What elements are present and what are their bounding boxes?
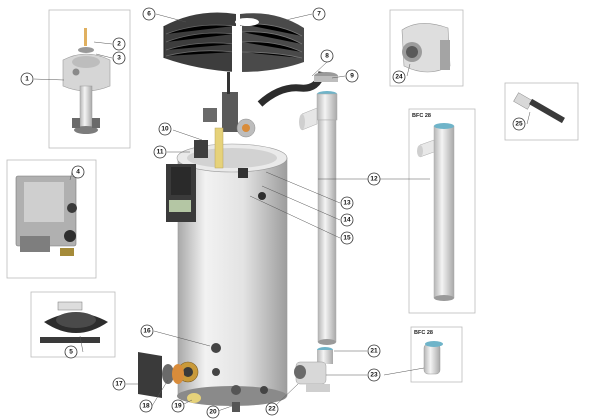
callout-7: 7: [312, 7, 326, 21]
leader-lines: [33, 13, 531, 413]
box-burner-assembly: [48, 9, 131, 149]
vent-cap: [314, 72, 338, 82]
callout-2: 2: [112, 37, 126, 51]
svg-text:15: 15: [343, 235, 351, 242]
svg-text:5: 5: [69, 349, 73, 356]
svg-text:18: 18: [142, 403, 150, 410]
svg-text:14: 14: [343, 217, 351, 224]
callout-3: 3: [112, 51, 126, 65]
callout-14: 14: [340, 213, 354, 227]
svg-text:11: 11: [157, 149, 164, 156]
callout-13: 13: [340, 196, 354, 210]
box-gas-valve: [6, 159, 97, 279]
svg-text:10: 10: [161, 126, 169, 133]
svg-text:1: 1: [25, 76, 29, 83]
access-door: [138, 352, 240, 412]
callout-8: 8: [320, 49, 334, 63]
svg-text:22: 22: [268, 406, 276, 413]
svg-text:20: 20: [209, 409, 217, 416]
callout-6: 6: [142, 7, 156, 21]
callout-16: 16: [140, 324, 154, 338]
callout-11: 11: [153, 145, 167, 159]
svg-text:25: 25: [515, 121, 523, 128]
callout-18: 18: [139, 399, 153, 413]
svg-text:12: 12: [370, 176, 378, 183]
svg-text:8: 8: [325, 53, 329, 60]
svg-text:23: 23: [370, 372, 378, 379]
svg-text:9: 9: [350, 73, 354, 80]
svg-text:17: 17: [115, 381, 123, 388]
water-heater-tank: [166, 72, 288, 406]
svg-text:16: 16: [143, 328, 151, 335]
callout-21: 21: [367, 344, 381, 358]
svg-text:2: 2: [117, 41, 121, 48]
callout-10: 10: [158, 122, 172, 136]
box-igniter: [504, 82, 579, 141]
callout-4: 4: [71, 165, 85, 179]
bfc-vent-label: BFC 28: [412, 113, 431, 119]
svg-text:19: 19: [174, 403, 182, 410]
vent-pipe-assembly: [299, 91, 338, 364]
callout-12: 12: [367, 172, 381, 186]
callout-23: 23: [367, 368, 381, 382]
flex-hose: [257, 71, 326, 107]
callout-20: 20: [206, 405, 220, 419]
callout-9: 9: [345, 69, 359, 83]
condensate-trap: [294, 361, 330, 392]
svg-text:24: 24: [395, 74, 403, 81]
bfc-trap-label: BFC 28: [414, 330, 433, 336]
svg-text:3: 3: [117, 55, 121, 62]
svg-text:7: 7: [317, 11, 321, 18]
cover-halves: [163, 12, 304, 72]
svg-text:13: 13: [343, 200, 351, 207]
callout-17: 17: [112, 377, 126, 391]
callout-24: 24: [392, 70, 406, 84]
svg-text:6: 6: [147, 11, 151, 18]
svg-text:21: 21: [370, 348, 378, 355]
svg-text:4: 4: [76, 169, 80, 176]
callout-25: 25: [512, 117, 526, 131]
callout-5: 5: [64, 345, 78, 359]
box-blower: [389, 9, 464, 87]
box-pressure-switch: [30, 291, 116, 358]
callout-15: 15: [340, 231, 354, 245]
callout-1: 1: [20, 72, 34, 86]
callout-22: 22: [265, 402, 279, 416]
callout-19: 19: [171, 399, 185, 413]
box-bfc-trap: BFC 28: [410, 326, 463, 383]
box-bfc-vent: BFC 28: [408, 108, 476, 314]
